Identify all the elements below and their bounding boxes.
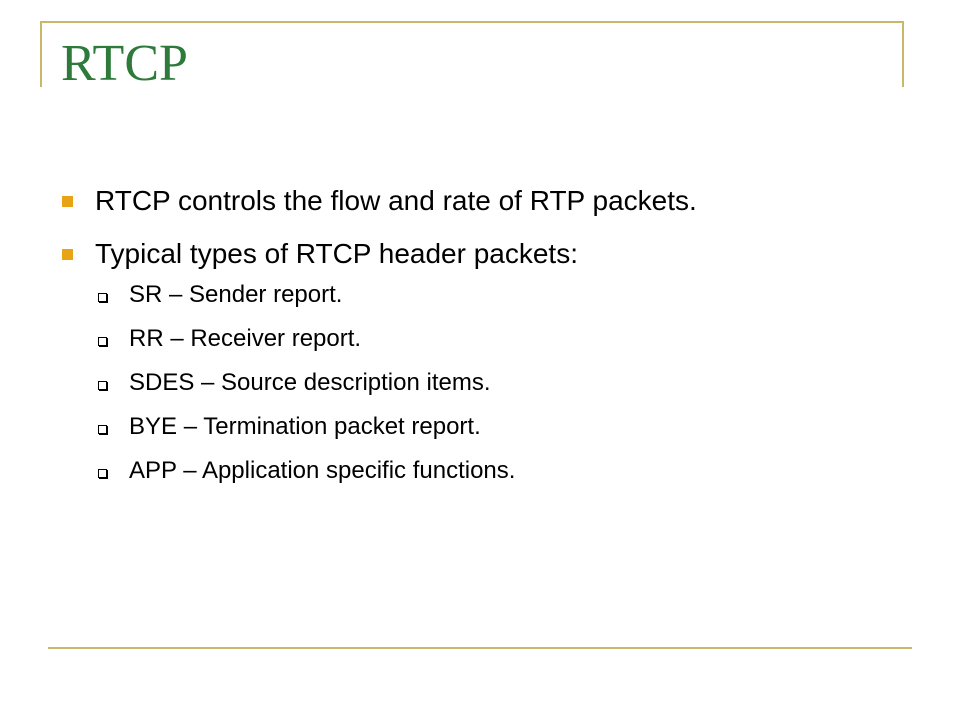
sub-bullet-text: SDES – Source description items.	[129, 369, 491, 396]
frame-left-line	[40, 21, 42, 87]
bullet-text: RTCP controls the flow and rate of RTP p…	[95, 185, 697, 216]
sub-bullet-item: BYE – Termination packet report.	[94, 413, 860, 441]
sub-bullet-item: SDES – Source description items.	[94, 369, 860, 397]
sub-bullet-text: APP – Application specific functions.	[129, 457, 516, 484]
slide-content: RTCP controls the flow and rate of RTP p…	[60, 182, 860, 501]
square-bullet-icon	[62, 249, 73, 260]
bullet-item: RTCP controls the flow and rate of RTP p…	[60, 182, 860, 220]
sub-bullet-item: APP – Application specific functions.	[94, 457, 860, 485]
frame-top-line	[40, 21, 904, 23]
sub-bullet-list: SR – Sender report. RR – Receiver report…	[60, 281, 860, 485]
hollow-square-bullet-icon	[98, 381, 107, 390]
sub-bullet-text: RR – Receiver report.	[129, 325, 362, 352]
slide-title: RTCP	[61, 35, 188, 92]
hollow-square-bullet-icon	[98, 337, 107, 346]
hollow-square-bullet-icon	[98, 425, 107, 434]
sub-bullet-text: SR – Sender report.	[129, 281, 343, 308]
bullet-item: Typical types of RTCP header packets:	[60, 235, 860, 273]
frame-bottom-line	[48, 647, 912, 649]
sub-bullet-item: SR – Sender report.	[94, 281, 860, 309]
hollow-square-bullet-icon	[98, 469, 107, 478]
frame-right-line	[902, 21, 904, 87]
square-bullet-icon	[62, 196, 73, 207]
sub-bullet-item: RR – Receiver report.	[94, 325, 860, 353]
bullet-text: Typical types of RTCP header packets:	[95, 238, 578, 269]
hollow-square-bullet-icon	[98, 293, 107, 302]
sub-bullet-text: BYE – Termination packet report.	[129, 413, 481, 440]
